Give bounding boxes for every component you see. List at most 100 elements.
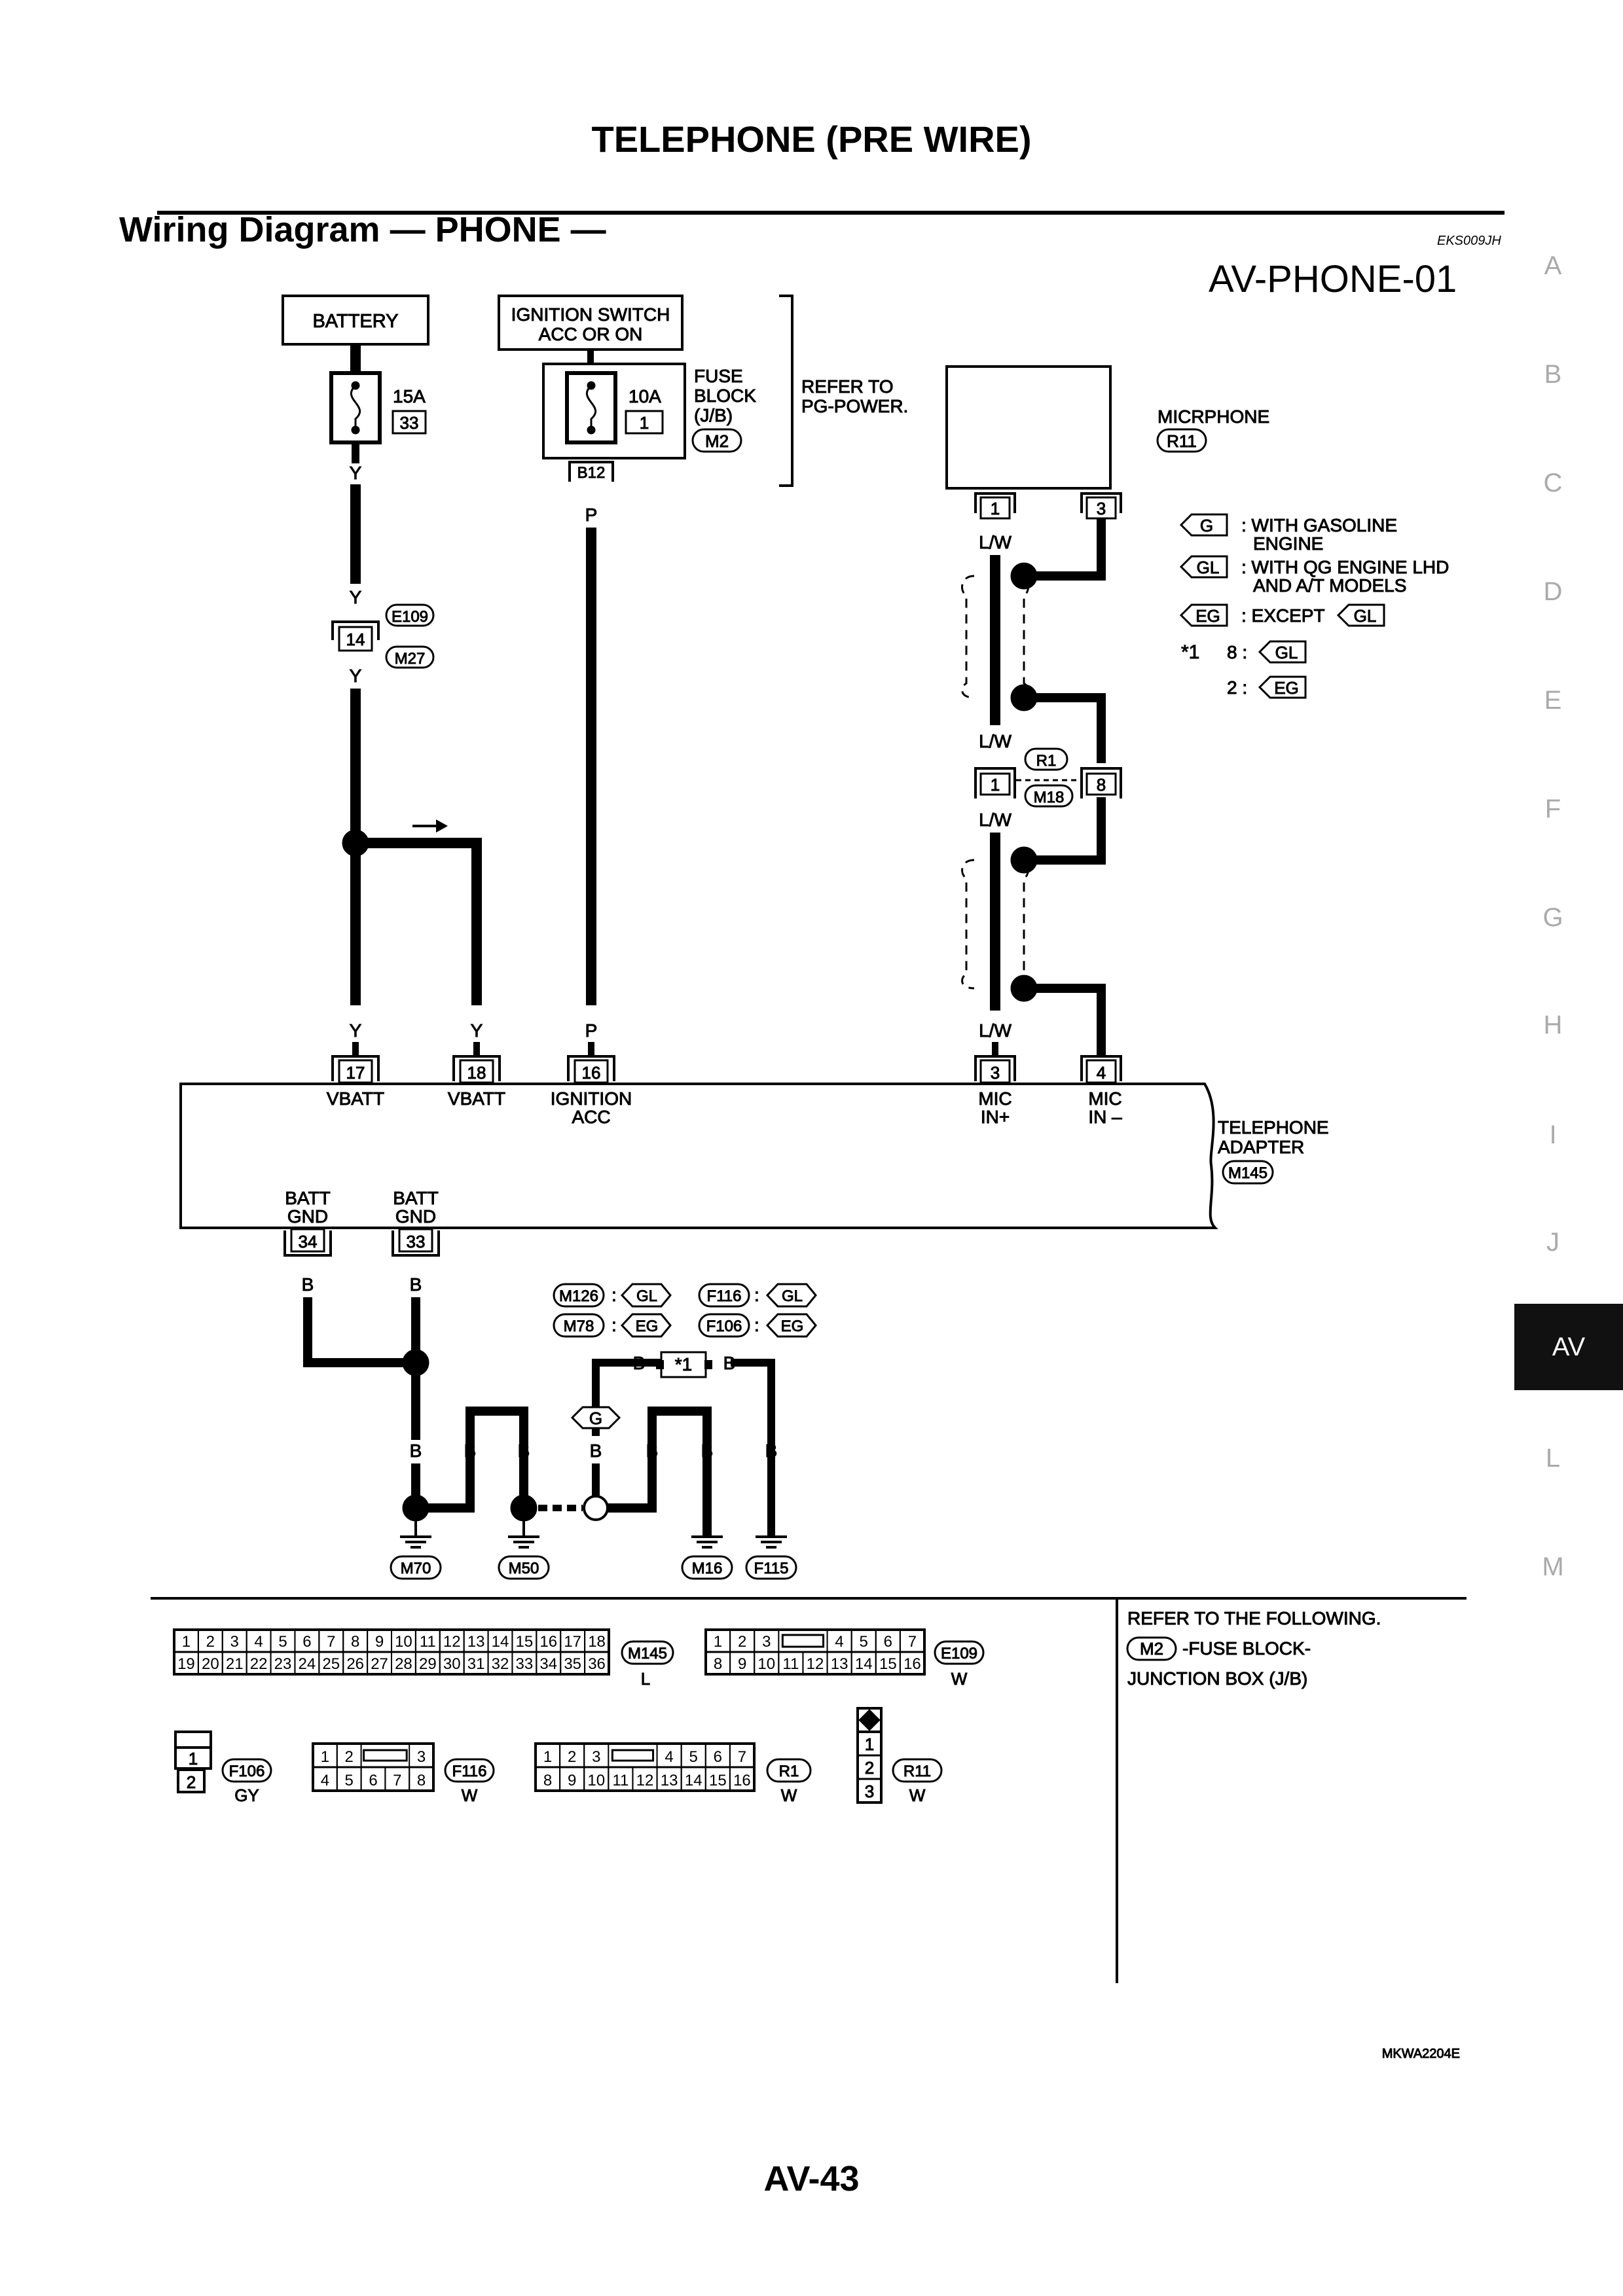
m145-pin-number: 35 [564, 1655, 581, 1673]
e109-pin-number: 5 [860, 1633, 868, 1651]
side-tab-g[interactable]: G [1542, 903, 1563, 932]
m145-pin-number: 10 [395, 1633, 412, 1651]
adapter-pin-3 [979, 1059, 1011, 1084]
connector-m27-label: M27 [395, 650, 426, 668]
wire-shield-to-pin4 [1024, 984, 1106, 1056]
ground-f115-id [745, 1555, 797, 1580]
ground-m50-id [498, 1555, 550, 1580]
m145-pin-cell [584, 1651, 610, 1675]
fuse-15a-number-box [392, 410, 427, 435]
telephone-adapter-label-1: TELEPHONE [1218, 1117, 1329, 1138]
connector-f106-label: F106 [706, 1318, 742, 1335]
side-tab-l[interactable]: L [1545, 1444, 1561, 1473]
m145-pin-number: 30 [443, 1655, 461, 1673]
ground-m70-label: M70 [401, 1560, 431, 1577]
side-tab-a[interactable]: A [1544, 251, 1562, 280]
m145-pin-number: 2 [206, 1633, 215, 1651]
ground-gl-badge [765, 1283, 817, 1308]
fuse-10a-number-box [625, 410, 664, 435]
separator: : [754, 1285, 759, 1305]
connector-r1-pin8-number: 8 [1097, 775, 1106, 795]
microphone-label: MICRPHONE [1158, 406, 1269, 427]
fuse-10a-number: 1 [640, 413, 649, 433]
side-tab-c[interactable]: C [1543, 469, 1563, 497]
refer-pg-power-2: PG-POWER. [801, 396, 908, 416]
wire-color-y: Y [350, 587, 362, 607]
ground-m16-id [681, 1555, 733, 1580]
refer-pg-power-1: REFER TO [801, 376, 894, 397]
adapter-pin-16 [574, 1059, 609, 1084]
wire-color-b: B [701, 1441, 714, 1461]
connector-view-f106-color: GY [234, 1785, 259, 1805]
adapter-pin-4-name-1: MIC [1088, 1088, 1122, 1109]
wire-color-b: B [633, 1353, 646, 1373]
m145-pin-number: 22 [250, 1655, 268, 1673]
ground-f115-label: F115 [754, 1560, 789, 1577]
ground-eg-badge [620, 1313, 672, 1338]
wire-shield-upper [1024, 518, 1106, 581]
m145-pin-number: 29 [419, 1655, 437, 1673]
adapter-pin-16-name-1: IGNITION [551, 1088, 632, 1109]
m145-pin-number: 11 [420, 1633, 436, 1651]
side-tab-b[interactable]: B [1544, 360, 1562, 389]
e109-pin-number: 14 [855, 1655, 873, 1673]
side-tab-i[interactable]: I [1549, 1121, 1557, 1149]
adapter-pin-18-number: 18 [467, 1063, 486, 1083]
side-tab-m[interactable]: M [1542, 1552, 1564, 1581]
legend-gl-text-1: : WITH QG ENGINE LHD [1241, 557, 1449, 577]
adapter-pin-4-name-2: IN – [1088, 1107, 1122, 1127]
legend-g-text-2: ENGINE [1253, 533, 1323, 554]
connector-r1-pin1 [979, 772, 1011, 796]
e109-pin-number: 8 [714, 1655, 722, 1673]
f116-pin-number: 2 [345, 1748, 354, 1766]
connector-view-e109-id [934, 1640, 985, 1665]
side-tab-j[interactable]: J [1546, 1228, 1559, 1257]
connector-view-m145-label: M145 [628, 1645, 667, 1662]
page-title: TELEPHONE (PRE WIRE) [591, 118, 1032, 160]
connector-m2-label: M2 [705, 431, 729, 451]
m145-pin-number: 3 [230, 1633, 239, 1651]
side-tab-d[interactable]: D [1543, 577, 1563, 606]
wire-color-b: B [765, 1441, 778, 1461]
wire-b-f115 [731, 1359, 775, 1535]
fuse-block-label-1: FUSE [694, 366, 743, 386]
connector-view-m145-color: L [641, 1669, 650, 1689]
m145-pin-number: 4 [254, 1633, 263, 1651]
refer-m2-label: M2 [1140, 1639, 1163, 1659]
wire-color-y: Y [471, 1020, 483, 1041]
side-tab-e[interactable]: E [1544, 686, 1562, 715]
wire-shield-lower [1024, 797, 1106, 865]
adapter-pin-33-number: 33 [407, 1232, 426, 1251]
fuse-block-label-2: BLOCK [694, 386, 756, 406]
wire-color-lw: L/W [979, 731, 1012, 751]
connector-e109-id [385, 603, 435, 627]
m145-pin-number: 17 [564, 1633, 581, 1651]
refer-following-2: -FUSE BLOCK- [1182, 1638, 1311, 1659]
refer-following-1: REFER TO THE FOLLOWING. [1127, 1608, 1381, 1628]
e109-pin-number: 1 [714, 1633, 722, 1651]
section-title: Wiring Diagram — PHONE — [119, 210, 606, 249]
fuse-15a-icon [350, 384, 361, 430]
connector-view-f106-latch [174, 1731, 212, 1749]
adapter-pin-17-name: VBATT [327, 1088, 384, 1109]
f116-pin-number: 4 [321, 1772, 329, 1789]
adapter-pin-33-name-2: GND [395, 1206, 436, 1227]
battery-label: BATTERY [312, 311, 398, 332]
r1-pin-number: 7 [738, 1748, 746, 1766]
connector-r1-id [1024, 747, 1068, 771]
wire-color-y: Y [350, 666, 362, 686]
side-tab-h[interactable]: H [1543, 1011, 1563, 1039]
e109-pin-cell [899, 1651, 926, 1675]
side-tab-av[interactable]: AV [1514, 1304, 1623, 1390]
connector-b12-outline [568, 461, 614, 482]
adapter-pin-18 [459, 1059, 494, 1084]
connector-view-f116-label: F116 [452, 1763, 487, 1780]
ground-m70-id [390, 1555, 442, 1580]
r1-pin-number: 16 [733, 1772, 751, 1789]
r1-pin-number: 3 [592, 1748, 600, 1766]
m145-pin-number: 12 [443, 1633, 461, 1651]
fuse-10a-rating: 10A [629, 386, 661, 406]
f116-pin-number: 5 [345, 1772, 354, 1789]
side-tab-f[interactable]: F [1544, 795, 1561, 823]
separator: : [611, 1285, 617, 1305]
